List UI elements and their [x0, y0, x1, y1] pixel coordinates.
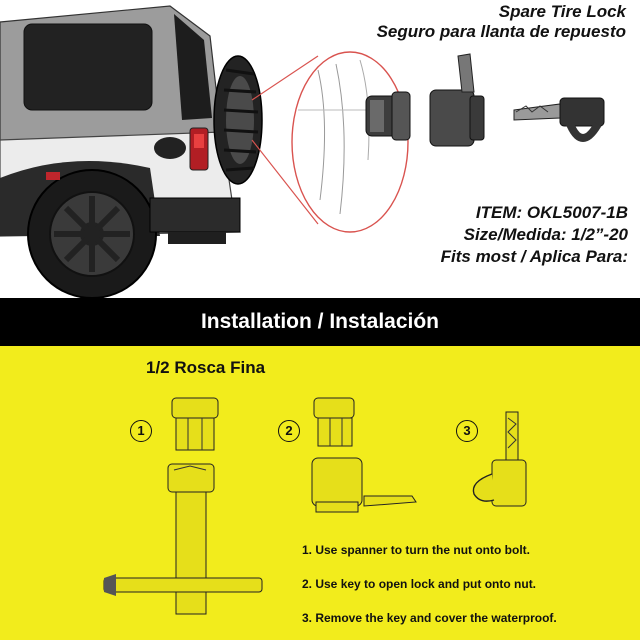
product-title-block: Spare Tire Lock Seguro para llanta de re…: [377, 2, 626, 42]
product-specs: ITEM: OKL5007-1B Size/Medida: 1/2”-20 Fi…: [441, 202, 628, 268]
title-spanish: Seguro para llanta de repuesto: [376, 22, 626, 41]
fitment-note: Fits most / Aplica Para:: [440, 247, 628, 266]
installation-banner: Installation / Instalación: [0, 298, 640, 346]
step3-key-icon: [472, 411, 527, 507]
thread-size-label: 1/2 Rosca Fina: [146, 358, 266, 377]
item-code: ITEM: OKL5007-1B: [475, 203, 628, 222]
key-icon: [513, 97, 605, 142]
size-spec: Size/Medida: 1/2”-20: [463, 225, 628, 244]
step-number-3: 3: [456, 420, 478, 442]
lug-nut-zoom: [365, 91, 411, 141]
installation-heading: Installation / Instalación: [200, 310, 440, 333]
installation-panel: 1/2 Rosca Fina 1 2 3 1. Use spanner to t…: [0, 346, 640, 640]
installation-illustrations: [103, 397, 527, 615]
step-number-1: 1: [130, 420, 152, 442]
zoom-circle: [291, 51, 409, 233]
lock-cylinder: [429, 53, 485, 147]
step2-nut-icon: [313, 397, 355, 447]
step2-lock-icon: [311, 457, 417, 513]
instruction-step-1: 1. Use spanner to turn the nut onto bolt…: [302, 543, 530, 557]
jeep-illustration: [0, 5, 605, 298]
product-header-area: Spare Tire Lock Seguro para llanta de re…: [0, 0, 640, 298]
instruction-step-3: 3. Remove the key and cover the waterpro…: [302, 611, 557, 625]
step1-nut-icon: [171, 397, 219, 451]
instruction-step-2: 2. Use key to open lock and put onto nut…: [302, 577, 537, 591]
instruction-list: 1. Use spanner to turn the nut onto bolt…: [302, 541, 557, 643]
zoom-line-bottom: [251, 139, 319, 225]
zoom-line-top: [251, 55, 319, 101]
title-english: Spare Tire Lock: [498, 2, 626, 21]
step-number-2: 2: [278, 420, 300, 442]
spanner-icon: [103, 463, 263, 615]
